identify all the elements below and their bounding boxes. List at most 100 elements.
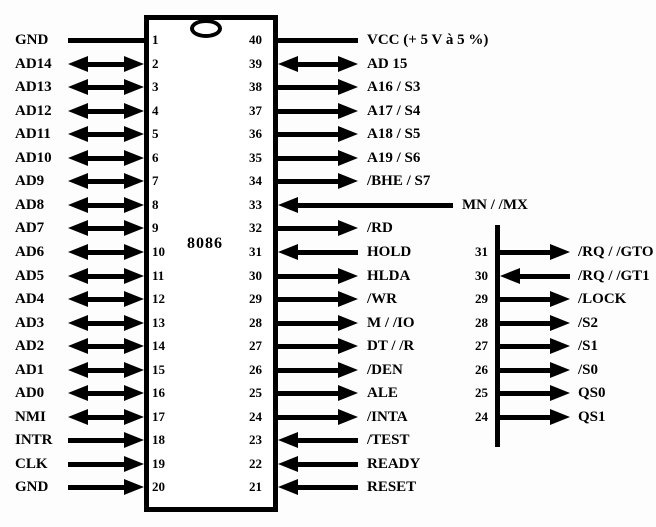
pin-arrow-left [68, 479, 144, 495]
arrowhead-left-icon [68, 103, 88, 119]
pin-wire [500, 344, 558, 349]
pin-arrow-left [68, 385, 144, 401]
pin-number-right: 24 [249, 409, 262, 424]
pin-label-max: /RQ / /GTO [578, 244, 654, 260]
pin-arrow-left [68, 32, 144, 48]
arrowhead-right-icon [124, 244, 144, 260]
pin-wire [80, 156, 132, 161]
pin-wire [68, 438, 132, 443]
pin-label-left: CLK [15, 456, 48, 472]
arrowhead-right-icon [550, 244, 570, 260]
pin-wire [278, 415, 346, 420]
pin-number-left: 16 [152, 385, 165, 400]
pin-wire [278, 391, 346, 396]
pin-label-left: AD3 [15, 315, 45, 331]
chip-notch-icon [190, 19, 222, 38]
pin-label-left: AD4 [15, 291, 45, 307]
pin-number-right: 25 [249, 385, 262, 400]
pin-arrow-max [500, 385, 570, 401]
pin-arrow-right [278, 315, 358, 331]
pin-wire [500, 250, 558, 255]
pin-label-left: AD14 [15, 56, 52, 72]
pin-label-right: M / /IO [367, 315, 415, 331]
pin-number-left: 12 [152, 291, 165, 306]
pin-wire [278, 274, 346, 279]
arrowhead-left-icon [278, 56, 298, 72]
pin-wire [278, 132, 346, 137]
pin-number-right: 22 [249, 456, 262, 471]
pin-label-left: AD9 [15, 173, 45, 189]
arrowhead-right-icon [124, 150, 144, 166]
pin-arrow-left [68, 315, 144, 331]
pin-wire [80, 368, 132, 373]
pin-number-left: 11 [152, 268, 165, 283]
pin-label-left: AD7 [15, 220, 45, 236]
pin-label-left: NMI [15, 409, 46, 425]
arrowhead-right-icon [124, 456, 144, 472]
pin-arrow-right [278, 479, 358, 495]
arrowhead-left-icon [278, 479, 298, 495]
arrowhead-right-icon [124, 385, 144, 401]
arrowhead-left-icon [68, 220, 88, 236]
pin-wire [278, 156, 346, 161]
pin-number-right: 38 [249, 79, 262, 94]
pin-wire [290, 438, 358, 443]
pin-arrow-right [278, 126, 358, 142]
pin-number-right: 40 [249, 32, 262, 47]
pin-arrow-right [278, 385, 358, 401]
arrowhead-right-icon [338, 56, 358, 72]
arrowhead-right-icon [550, 291, 570, 307]
pin-label-right: /WR [367, 291, 397, 307]
pin-label-right: A17 / S4 [367, 103, 421, 119]
pin-label-right: /BHE / S7 [367, 173, 431, 189]
arrowhead-right-icon [338, 79, 358, 95]
arrowhead-left-icon [68, 362, 88, 378]
pin-wire [290, 462, 358, 467]
pin-arrow-right [278, 220, 358, 236]
pin-wire [500, 391, 558, 396]
pin-label-left: AD11 [15, 126, 51, 142]
pin-arrow-right [278, 244, 358, 260]
pin-arrow-max [500, 268, 570, 284]
pin-arrow-left [68, 244, 144, 260]
pin-wire [278, 38, 358, 43]
arrowhead-left-icon [278, 432, 298, 448]
pin-wire [80, 62, 132, 67]
arrowhead-right-icon [124, 126, 144, 142]
pin-arrow-left [68, 268, 144, 284]
pin-wire [80, 132, 132, 137]
pin-number-left: 7 [152, 173, 159, 188]
pin-number-max: 27 [475, 338, 488, 353]
pin-arrow-left [68, 362, 144, 378]
pin-label-left: GND [15, 32, 49, 48]
pin-label-max: /S1 [578, 338, 599, 354]
arrowhead-right-icon [124, 338, 144, 354]
pin-arrow-left [68, 56, 144, 72]
arrowhead-left-icon [68, 385, 88, 401]
pin-label-right: VCC (+ 5 V à 5 %) [367, 32, 489, 48]
pin-arrow-right [278, 79, 358, 95]
pin-wire [80, 203, 132, 208]
pin-arrow-left [68, 338, 144, 354]
pin-wire [278, 85, 346, 90]
pin-arrow-right [278, 56, 358, 72]
pin-number-left: 20 [152, 479, 165, 494]
pin-label-max: QS0 [578, 385, 606, 401]
pin-arrow-max [500, 315, 570, 331]
pin-wire [290, 62, 346, 67]
pin-number-right: 31 [249, 244, 262, 259]
arrowhead-right-icon [338, 362, 358, 378]
arrowhead-right-icon [124, 432, 144, 448]
pin-label-left: AD8 [15, 197, 45, 213]
arrowhead-right-icon [550, 409, 570, 425]
pin-number-left: 3 [152, 79, 159, 94]
arrowhead-right-icon [124, 291, 144, 307]
pin-wire [80, 415, 132, 420]
arrowhead-right-icon [338, 315, 358, 331]
pin-label-left: AD6 [15, 244, 45, 260]
max-mode-bus-line [495, 225, 500, 447]
pin-number-left: 1 [152, 32, 159, 47]
arrowhead-right-icon [338, 385, 358, 401]
pin-arrow-right [278, 362, 358, 378]
